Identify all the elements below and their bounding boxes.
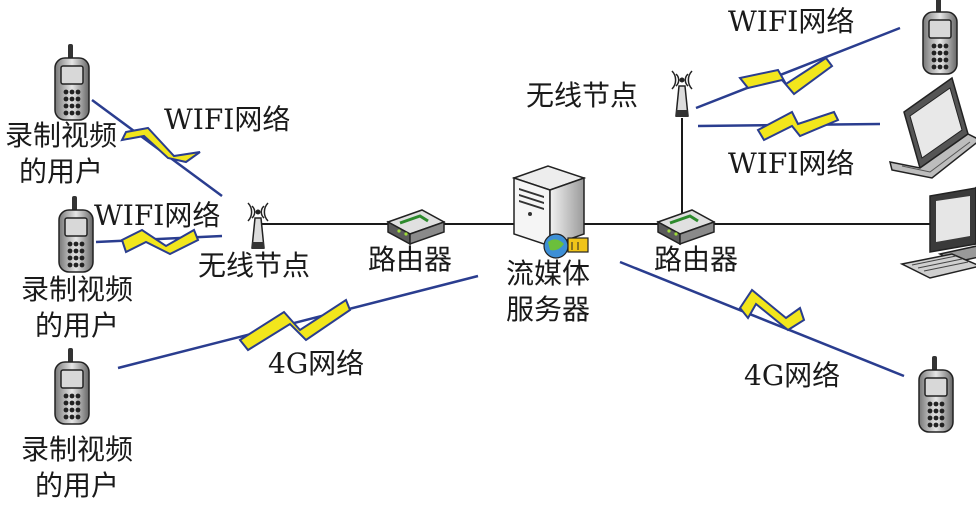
wifi-label-left-top: WIFI网络 [164,103,291,136]
wireless-links [91,26,905,378]
wireless-link-phone3-server [117,274,479,370]
user-label-3: 录制视频 的用户 [10,432,144,504]
wireless-link-node-laptop [697,110,881,142]
router-icon [386,208,446,246]
antenna-icon [671,70,693,118]
server-icon [513,165,589,259]
server-label: 流媒体 服务器 [480,256,616,328]
mobile-phone-icon [58,195,94,273]
user-label-1-line2: 的用户 [18,155,103,188]
wireless-link-phone2-node [95,228,223,256]
server-label-line1: 流媒体 [505,257,590,290]
server-label-line2: 服务器 [505,293,590,326]
router-label-right: 路由器 [654,243,739,276]
desktop-icon [901,187,976,279]
4g-label-right: 4G网络 [744,359,841,392]
router-icon [656,208,716,246]
wifi-label-right-mid: WIFI网络 [728,147,855,180]
mobile-phone-icon [54,43,90,121]
laptop-icon [889,77,976,179]
wireless-node-label-left: 无线节点 [198,249,311,282]
user-label-2: 录制视频 的用户 [10,272,144,344]
user-label-1: 录制视频 的用户 [0,118,128,190]
wireless-link-node-phone-top [695,26,901,110]
wireless-link-phone1-node [91,98,223,198]
user-label-3-line2: 的用户 [34,469,119,502]
wireless-link-server-phone-right [619,260,905,378]
4g-label-left: 4G网络 [268,347,365,380]
mobile-phone-icon [918,355,954,433]
mobile-phone-icon [922,0,958,75]
user-label-2-line1: 录制视频 [20,273,133,306]
user-label-1-line1: 录制视频 [4,119,117,152]
router-label-left: 路由器 [368,243,453,276]
user-label-2-line2: 的用户 [34,309,119,342]
antenna-icon [247,202,269,250]
wifi-label-left-mid: WIFI网络 [94,199,221,232]
wifi-label-right-top: WIFI网络 [728,5,855,38]
wireless-node-label-right: 无线节点 [526,79,639,112]
mobile-phone-icon [54,347,90,425]
user-label-3-line1: 录制视频 [20,433,133,466]
